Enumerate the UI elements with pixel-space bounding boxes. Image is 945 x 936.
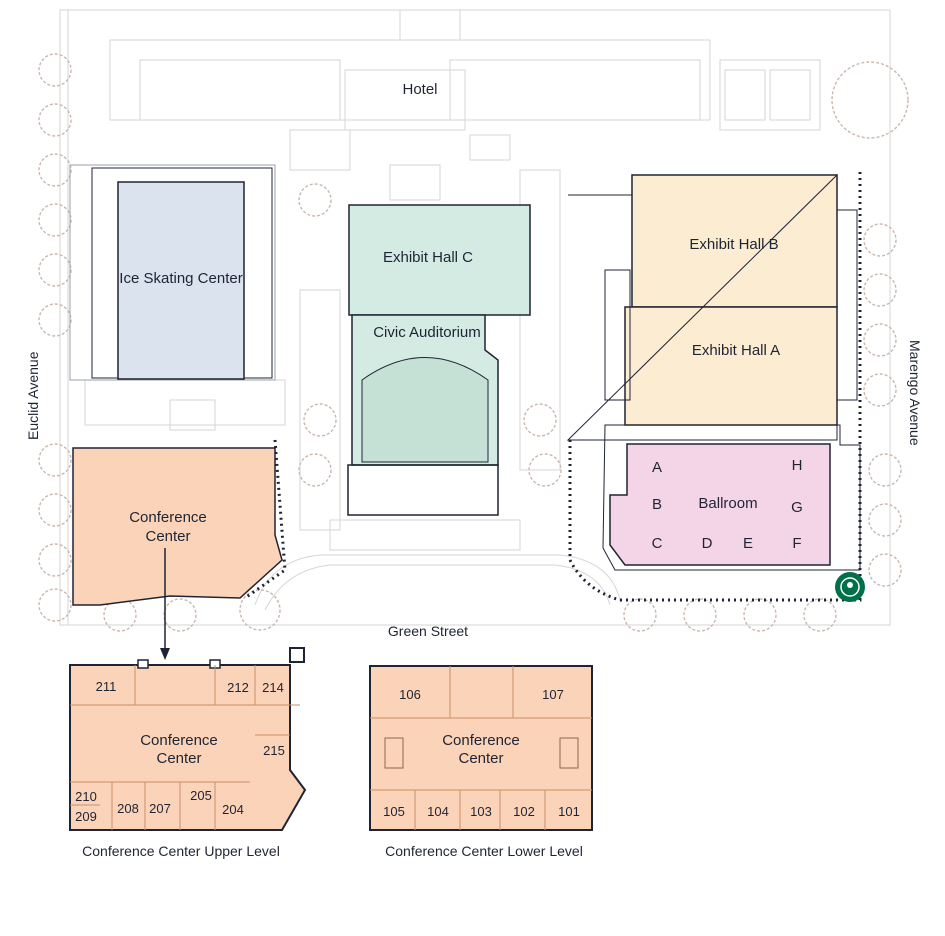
exhibit-hall-b-label: Exhibit Hall B [689, 236, 778, 253]
room-105: 105 [383, 804, 405, 819]
room-102: 102 [513, 804, 535, 819]
green-street-label: Green Street [388, 623, 468, 639]
ballroom-section-e: E [743, 535, 753, 552]
ballroom-section-c: C [652, 535, 663, 552]
room-207: 207 [149, 801, 171, 816]
exhibit-hall-b[interactable]: Exhibit Hall B [631, 174, 838, 308]
exhibit-hall-c-label: Exhibit Hall C [383, 249, 473, 266]
room-214: 214 [262, 680, 284, 695]
room-104: 104 [427, 804, 449, 819]
ballroom[interactable]: Ballroom A B C D E F G H [602, 424, 861, 571]
ballroom-section-b: B [652, 496, 662, 513]
arrow-head-icon [160, 648, 170, 660]
conference-center-label-line1: Conference [129, 509, 207, 526]
ballroom-section-g: G [791, 499, 803, 516]
room-103: 103 [470, 804, 492, 819]
ice-skating-center-label: Ice Skating Center [119, 270, 242, 287]
marengo-avenue-label: Marengo Avenue [907, 340, 923, 446]
starbucks-logo-icon [835, 572, 865, 602]
conference-center-upper-level[interactable]: 211 212 214 215 210 209 208 207 205 204 … [69, 647, 307, 859]
exhibit-hall-a-label: Exhibit Hall A [692, 342, 780, 359]
dotted-walkways [244, 170, 862, 602]
ice-skating-center[interactable]: Ice Skating Center [69, 164, 276, 381]
room-106: 106 [399, 687, 421, 702]
room-209: 209 [75, 809, 97, 824]
exhibit-hall-a[interactable]: Exhibit Hall A [624, 306, 838, 426]
room-208: 208 [117, 801, 139, 816]
room-101: 101 [558, 804, 580, 819]
room-212: 212 [227, 680, 249, 695]
upper-center-label-line1: Conference [140, 732, 218, 749]
lower-center-label-line2: Center [458, 750, 503, 767]
euclid-avenue-label: Euclid Avenue [25, 351, 41, 440]
civic-auditorium[interactable]: Civic Auditorium [347, 314, 499, 516]
conference-center-label-line2: Center [145, 528, 190, 545]
ballroom-section-f: F [792, 535, 801, 552]
conference-center[interactable]: Conference Center [72, 447, 283, 660]
background-site-lines [59, 9, 891, 626]
room-205: 205 [190, 788, 212, 803]
hotel-label: Hotel [402, 81, 437, 98]
room-215: 215 [263, 743, 285, 758]
room-210: 210 [75, 789, 97, 804]
ballroom-section-d: D [702, 535, 713, 552]
trees [38, 53, 909, 632]
room-204: 204 [222, 802, 244, 817]
lower-level-title: Conference Center Lower Level [385, 843, 583, 859]
civic-auditorium-label: Civic Auditorium [373, 324, 481, 341]
ballroom-section-a: A [652, 459, 662, 476]
room-211: 211 [96, 679, 117, 694]
room-107: 107 [542, 687, 564, 702]
ballroom-label: Ballroom [698, 495, 757, 512]
exhibit-hall-c[interactable]: Exhibit Hall C [348, 204, 531, 316]
upper-level-title: Conference Center Upper Level [82, 843, 280, 859]
ballroom-section-h: H [792, 457, 803, 474]
conference-center-lower-level[interactable]: 106 107 105 104 103 102 101 Conference C… [369, 665, 593, 859]
upper-center-label-line2: Center [156, 750, 201, 767]
exhibit-hall-service-outline [566, 173, 858, 441]
lower-center-label-line1: Conference [442, 732, 520, 749]
